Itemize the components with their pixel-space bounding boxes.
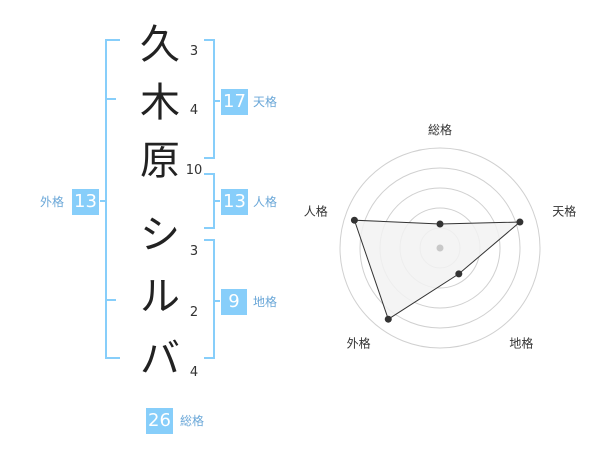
radar-point-2 [516,218,524,226]
name-char-1: 久 [140,22,180,68]
stroke-count-1: 3 [189,44,199,59]
radar-point-1 [436,220,444,228]
radar-axis-label-4: 外格 [347,335,371,350]
stroke-count-3: 10 [185,163,203,178]
gaikaku-value: 13 [72,189,99,215]
radar-center-dot [436,244,444,252]
gaikaku-bracket [100,39,120,359]
radar-axis-label-5: 人格 [304,204,328,219]
tenkaku-bracket [204,39,220,159]
radar-axis-label-3: 地格 [509,335,533,350]
radar-axis-label-2: 天格 [552,204,576,219]
jinkaku-value: 13 [221,189,248,215]
chikaku-value: 9 [221,289,247,315]
name-char-4: シ [140,212,180,258]
jinkaku-bracket [204,173,220,229]
gaikaku-label: 外格 [40,195,65,209]
name-char-6: バ [140,336,180,382]
chikaku-label: 地格 [253,295,278,309]
stroke-count-2: 4 [189,103,199,118]
radar-ring [359,167,521,329]
stroke-count-4: 3 [189,244,199,259]
soukaku-value: 26 [146,408,173,434]
soukaku-label: 総格 [180,414,205,428]
radar-point-5 [350,216,358,224]
chikaku-bracket [204,239,220,359]
radar-axis-label-1: 総格 [428,122,452,137]
radar-ring [339,147,541,349]
tenkaku-value: 17 [221,89,248,115]
radar-point-4 [384,315,392,323]
tenkaku-label: 天格 [253,95,278,109]
stroke-count-5: 2 [189,305,199,320]
stroke-count-6: 4 [189,365,199,380]
jinkaku-label: 人格 [253,195,278,209]
radar-point-3 [455,270,463,278]
name-char-2: 木 [140,80,180,126]
name-char-3: 原 [140,138,180,184]
name-char-5: ル [140,274,180,320]
radar-polygon [353,219,522,320]
